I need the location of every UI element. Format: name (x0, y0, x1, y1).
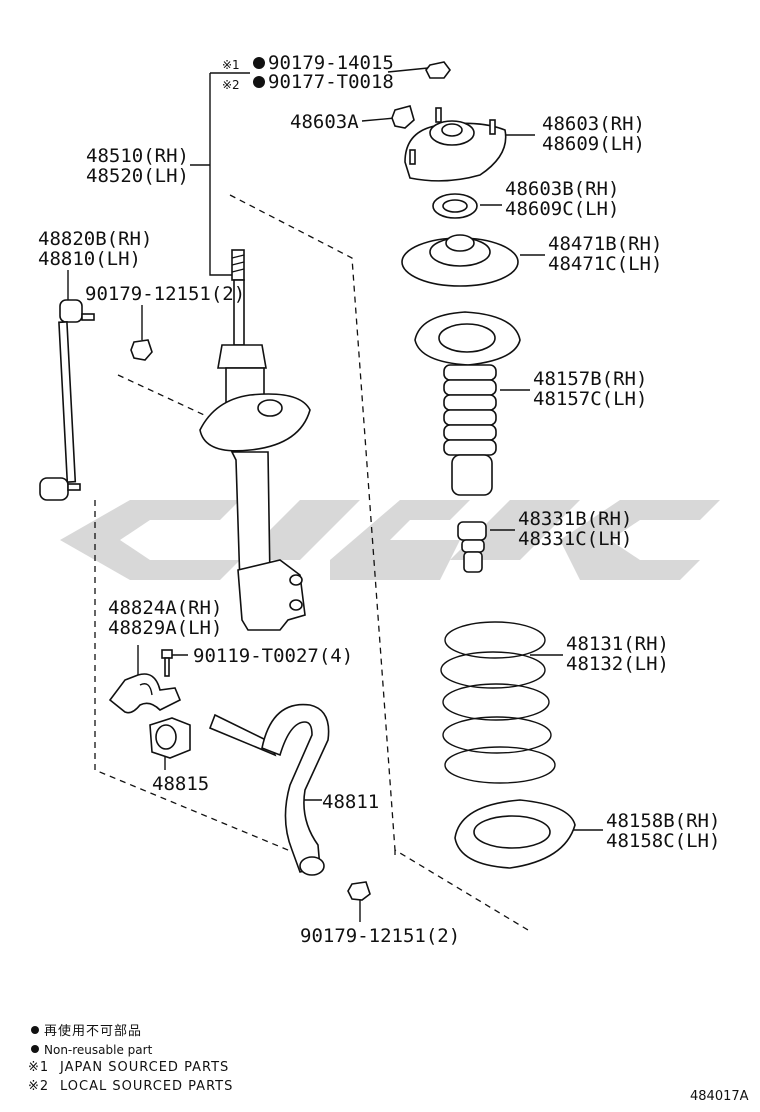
label-48609C-lh: 48609C(LH) (505, 198, 619, 220)
label-90179-12151-top: 90179-12151(2) (85, 283, 245, 305)
legend: 再使用不可部品 Non-reusable part ※1 JAPAN SOURC… (28, 1023, 233, 1094)
label-48603B-rh: 48603B(RH) (505, 178, 619, 200)
non-reusable-dot-icon (31, 1045, 39, 1053)
label-48471B-rh: 48471B(RH) (548, 233, 662, 255)
label-48157C-lh: 48157C(LH) (533, 388, 647, 410)
stabilizer-bar-48811 (208, 703, 330, 876)
label-48510-rh: 48510(RH) (86, 145, 189, 167)
coil-spring-48131 (440, 621, 556, 784)
part-labels: ※1 90179-14015 ※2 90177-T0018 48603A 486… (38, 52, 720, 947)
label-48158C-lh: 48158C(LH) (606, 830, 720, 852)
legend-non-reusable-jp: 再使用不可部品 (44, 1023, 142, 1039)
dashed-guide-link (117, 374, 216, 421)
label-48811: 48811 (322, 791, 379, 813)
label-90179-12151-bottom: 90179-12151(2) (300, 925, 460, 947)
bracket-48824A (108, 673, 182, 714)
label-48157B-rh: 48157B(RH) (533, 368, 647, 390)
label-48829A-lh: 48829A(LH) (108, 617, 222, 639)
nut-top-90179-14015 (425, 61, 451, 79)
strut-assembly (199, 249, 311, 631)
dust-boot-48157B (414, 311, 521, 496)
legend-japan-sourced: JAPAN SOURCED PARTS (59, 1060, 229, 1075)
dashed-guide-stabilizer (94, 500, 301, 856)
label-90119-T0027: 90119-T0027(4) (193, 645, 353, 667)
label-48132-lh: 48132(LH) (566, 653, 669, 675)
label-48603-rh: 48603(RH) (542, 113, 645, 135)
label-48131-rh: 48131(RH) (566, 633, 669, 655)
label-48520-lh: 48520(LH) (86, 165, 189, 187)
label-48603A: 48603A (290, 111, 359, 133)
bushing-48815 (149, 717, 191, 759)
label-48158B-rh: 48158B(RH) (606, 810, 720, 832)
nut-90179-12151-top (130, 339, 153, 361)
legend-non-reusable-en: Non-reusable part (44, 1043, 153, 1057)
label-48815: 48815 (152, 773, 209, 795)
spring-lower-insulator-48158B (454, 799, 576, 869)
note-marker-1: ※1 (222, 58, 240, 72)
nut-48603A (391, 105, 415, 129)
label-48824A-rh: 48824A(RH) (108, 597, 222, 619)
non-reusable-dot-icon (253, 57, 265, 69)
bound-stopper-48331B (457, 521, 487, 573)
label-48331C-lh: 48331C(LH) (518, 528, 632, 550)
label-90177-T0018: 90177-T0018 (268, 71, 394, 93)
upper-support-48603 (404, 107, 507, 182)
label-48810-lh: 48810(LH) (38, 248, 141, 270)
non-reusable-dot-icon (31, 1026, 39, 1034)
stabilizer-link (39, 299, 95, 501)
nut-90179-12151-bottom (347, 881, 371, 901)
bearing-48603B (432, 193, 478, 219)
bolt-90119-T0027 (161, 649, 173, 677)
legend-marker-1: ※1 (28, 1060, 49, 1075)
label-48471C-lh: 48471C(LH) (548, 253, 662, 275)
label-90179-14015: 90179-14015 (268, 52, 394, 74)
note-marker-2: ※2 (222, 78, 240, 92)
label-48820B-rh: 48820B(RH) (38, 228, 152, 250)
non-reusable-dot-icon (253, 76, 265, 88)
dashed-guide-strut (229, 194, 529, 931)
figure-id: 484017A (690, 1089, 749, 1104)
legend-local-sourced: LOCAL SOURCED PARTS (60, 1079, 233, 1094)
label-48331B-rh: 48331B(RH) (518, 508, 632, 530)
spring-upper-seat-48471B (401, 234, 519, 287)
legend-marker-2: ※2 (28, 1079, 49, 1094)
label-48609-lh: 48609(LH) (542, 133, 645, 155)
